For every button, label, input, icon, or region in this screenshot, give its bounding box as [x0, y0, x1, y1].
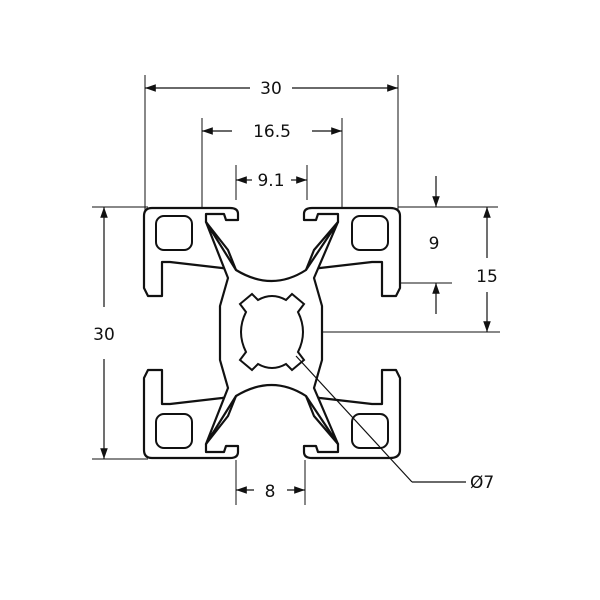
- dimension-15: 15: [476, 207, 498, 332]
- corner-holes: [155, 215, 389, 449]
- corner-hole-top-right: [351, 215, 389, 251]
- dimension-text-bore: Ø7: [470, 473, 494, 493]
- dimension-text-half-height: 15: [476, 267, 498, 287]
- dimension-30-left: 30: [93, 207, 115, 459]
- center-bore: [238, 292, 306, 372]
- dimension-30-top: 30: [145, 79, 398, 99]
- dimension-9-1: 9.1: [236, 171, 307, 191]
- diameter-leader: Ø7: [295, 355, 494, 493]
- dimension-text-depth: 9: [429, 234, 440, 254]
- dimension-text-height: 30: [93, 325, 115, 345]
- dimension-text-width: 30: [260, 79, 282, 99]
- corner-hole-bottom-right: [351, 413, 389, 449]
- dimension-text-slot-opening: 9.1: [257, 171, 284, 191]
- corner-hole-bottom-left: [155, 413, 193, 449]
- dimension-8: 8: [236, 482, 305, 502]
- dimension-16-5: 16.5: [202, 122, 342, 142]
- dimension-text-web-width: 8: [265, 482, 276, 502]
- corner-hole-top-left: [155, 215, 193, 251]
- dimension-text-slot-outer: 16.5: [253, 122, 291, 142]
- dimension-9: 9: [429, 176, 440, 314]
